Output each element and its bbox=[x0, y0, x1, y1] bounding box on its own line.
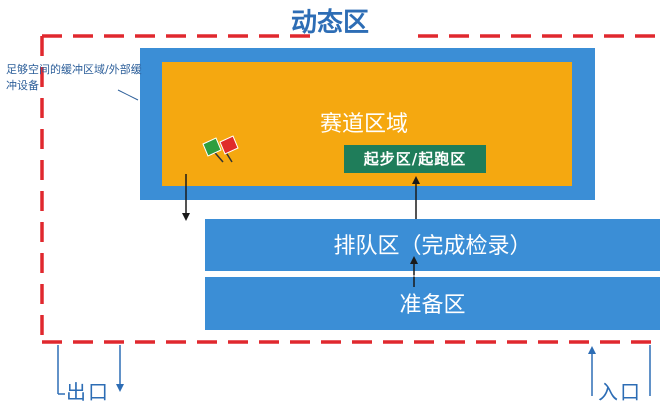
queue-area-block bbox=[205, 219, 660, 271]
start-area-block bbox=[344, 145, 486, 173]
track-area-label: 赛道区域 bbox=[319, 112, 408, 137]
flags-icon bbox=[202, 135, 239, 163]
buffer-note-label: 足够空间的缓冲区域/外部缓冲设备 bbox=[6, 63, 142, 92]
exit-arrows bbox=[57, 345, 124, 395]
prep-area-block bbox=[205, 277, 660, 330]
entrance-arrows bbox=[588, 345, 651, 396]
exit-label: 出口 bbox=[66, 380, 110, 404]
queue-area-label: 排队区（完成检录） bbox=[333, 234, 532, 259]
dynamic-zone-boundary bbox=[40, 34, 662, 344]
dynamic-zone-title-text: 动态区 bbox=[290, 8, 370, 38]
start-area-label: 起步区/起跑区 bbox=[363, 150, 467, 168]
entrance-label: 入口 bbox=[598, 380, 642, 404]
prep-area-label: 准备区 bbox=[399, 293, 466, 318]
buffer-note-pointer bbox=[117, 89, 139, 101]
